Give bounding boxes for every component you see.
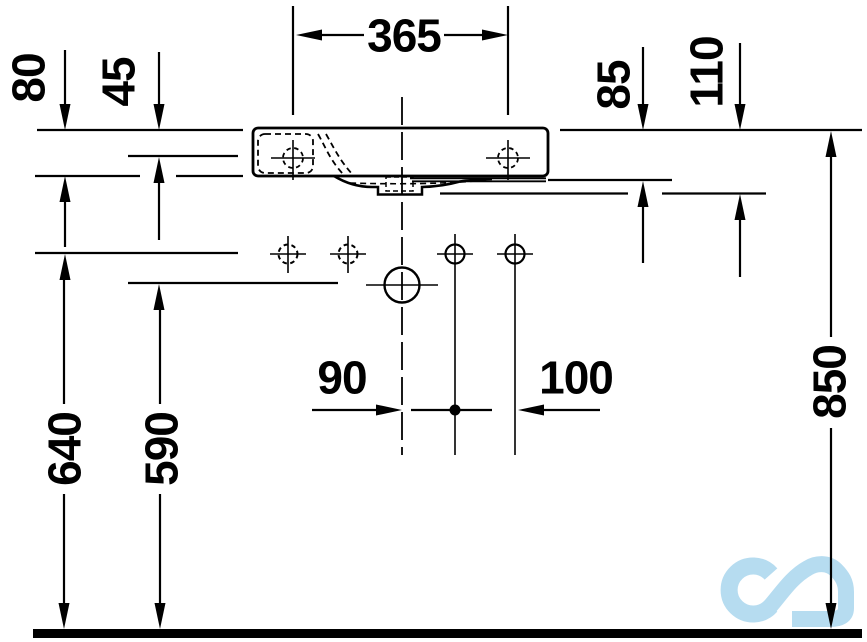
dim-80-label: 80	[3, 53, 55, 102]
arrowhead-100	[518, 404, 544, 416]
arrowhead-90	[376, 404, 402, 416]
fixing-hole-solid-1	[437, 234, 473, 455]
fixing-hole-dashed-2	[330, 236, 366, 273]
drain-hidden-dashed	[385, 176, 414, 192]
dim-verticals-right	[637, 43, 837, 629]
bowl-bottom-dashed	[349, 179, 487, 185]
tap-hole-left-icon	[271, 140, 315, 180]
dim-dot	[449, 404, 461, 416]
fixing-hole-solid-2	[497, 234, 533, 455]
dim-45-label: 45	[93, 57, 145, 107]
reference-lines	[35, 128, 862, 285]
logo-right-loop	[760, 556, 854, 627]
dim-100-label: 100	[539, 352, 613, 404]
dim-365	[291, 6, 510, 115]
arrowhead-right	[482, 29, 508, 41]
arrowhead-left	[296, 29, 322, 41]
dim-90-100	[312, 404, 600, 416]
fixing-holes	[270, 234, 533, 455]
dim-365-label: 365	[367, 10, 441, 62]
basin-hidden-shelf	[257, 133, 314, 174]
infinity-logo-icon	[720, 556, 854, 627]
dim-85-label: 85	[588, 60, 640, 110]
fixing-hole-dashed-1	[270, 236, 306, 273]
dim-110-label: 110	[681, 36, 733, 107]
bowl-wall-dashed-2	[325, 133, 354, 176]
tap-hole-right-icon	[486, 140, 530, 180]
outlet-hole-icon	[366, 266, 438, 304]
dimension-labels: 365 80 45 85 110 90 100 640 590 850	[3, 10, 856, 486]
basin-underside-profile	[333, 174, 493, 196]
dim-640-label: 640	[39, 412, 91, 486]
dim-90-label: 90	[317, 352, 366, 404]
dim-590-label: 590	[136, 412, 188, 486]
bowl-wall-dashed-1	[317, 133, 344, 175]
basin-front-view	[251, 126, 550, 196]
basin-outline	[251, 126, 550, 178]
logo-left-loop	[720, 557, 778, 623]
dim-850-label: 850	[804, 345, 856, 419]
floor-line	[33, 629, 862, 638]
dim-verticals-left	[58, 50, 166, 629]
